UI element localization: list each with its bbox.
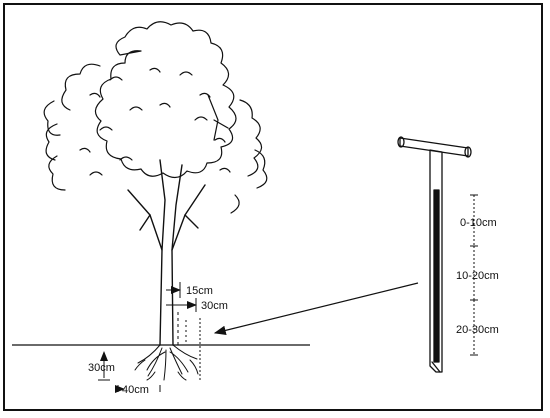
label-0-10cm: 0-10cm [460,217,497,229]
depth-dimension-lines [470,194,478,356]
tree-roots [134,344,199,381]
label-20-30cm: 20-30cm [456,324,499,336]
root-dimension-markers [98,351,161,393]
label-10-20cm: 10-20cm [456,270,499,282]
soil-auger-icon [397,136,472,373]
tree-canopy [43,21,268,214]
label-30cm-offset: 30cm [201,300,228,312]
label-15cm: 15cm [186,285,213,297]
label-40cm: 40cm [122,384,149,396]
label-30cm-depth: 30cm [88,362,115,374]
tree-trunk [127,159,206,346]
diagram-frame [3,3,543,411]
arrow-icon [213,282,419,336]
sampling-guides [166,282,201,380]
